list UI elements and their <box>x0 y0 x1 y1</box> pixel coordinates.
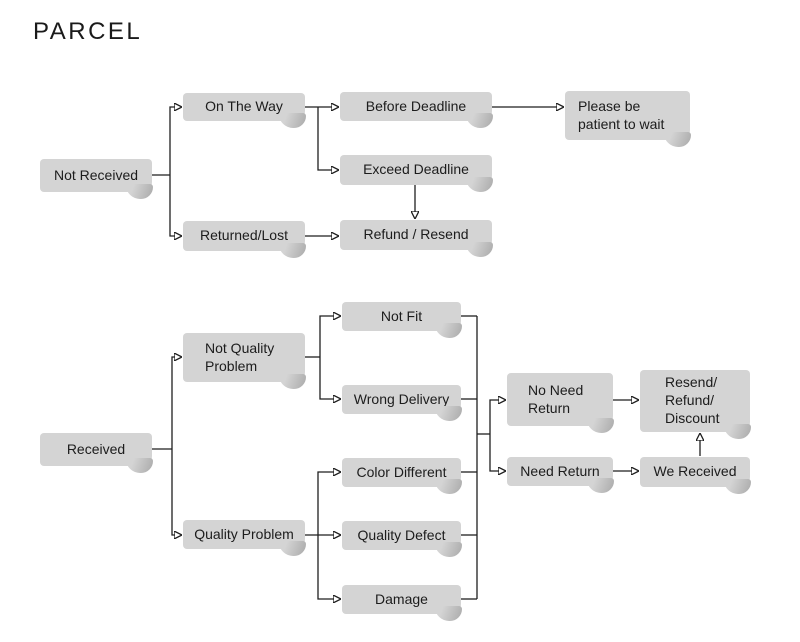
node-exceed-deadline: Exceed Deadline <box>340 155 493 192</box>
node-resend-refund-discount: Resend/ Refund/ Discount <box>640 370 751 439</box>
node-not-fit: Not Fit <box>342 302 462 338</box>
node-on-the-way: On The Way <box>183 93 306 128</box>
connector-nqp-notfit <box>319 316 334 357</box>
connector-notreceived-ontheway <box>169 107 175 175</box>
node-color-different: Color Different <box>342 458 462 494</box>
connector-received-qualityproblem <box>171 449 175 535</box>
node-no-need-return: No Need Return <box>507 373 614 433</box>
node-not-quality-problem: Not Quality Problem <box>183 333 306 389</box>
connector-qp-damage <box>317 535 334 599</box>
node-refund-resend: Refund / Resend <box>340 220 493 257</box>
node-damage: Damage <box>342 585 462 621</box>
node-need-return: Need Return <box>507 457 614 493</box>
connector-received-notqualityproblem <box>171 357 175 449</box>
node-quality-problem: Quality Problem <box>183 520 306 556</box>
connector-spine-noneedreturn <box>489 400 499 434</box>
connector-qp-colordifferent <box>317 472 334 535</box>
connector-spine-needreturn <box>489 434 499 471</box>
node-received: Received <box>40 433 153 473</box>
node-we-received: We Received <box>640 457 751 494</box>
node-please-wait: Please be patient to wait <box>565 91 691 147</box>
node-before-deadline: Before Deadline <box>340 92 493 128</box>
connector-nqp-wrongdelivery <box>319 357 334 399</box>
connector-ontheway-exceeddeadline <box>317 107 332 170</box>
node-quality-defect: Quality Defect <box>342 521 462 557</box>
connector-notreceived-returnedlost <box>169 175 175 236</box>
node-not-received: Not Received <box>40 159 153 199</box>
page-title: PARCEL <box>33 18 143 45</box>
node-returned-lost: Returned/Lost <box>183 221 306 258</box>
node-wrong-delivery: Wrong Delivery <box>342 385 462 421</box>
